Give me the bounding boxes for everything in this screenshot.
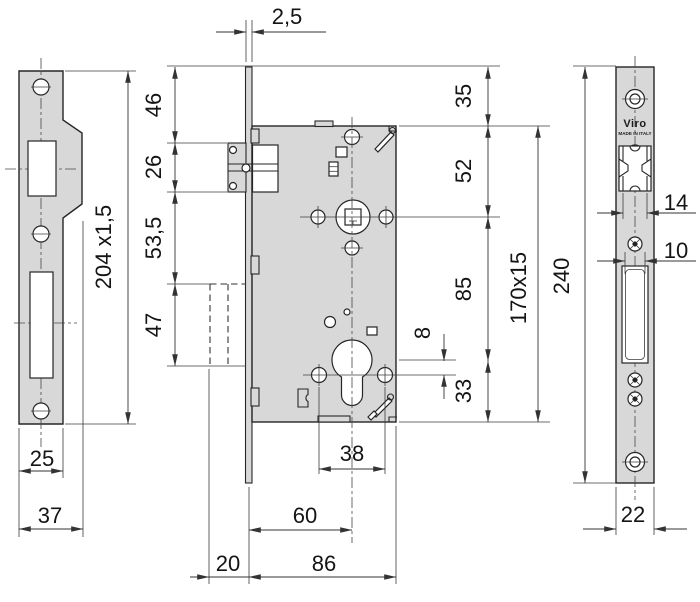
latch-bolt <box>227 142 279 193</box>
strike-plate-view <box>5 58 83 447</box>
strike-latch-hole <box>27 140 57 197</box>
small-square-hole <box>366 326 378 336</box>
dim-body-depth: 86 <box>312 551 336 576</box>
spring-bottom-right <box>367 393 397 422</box>
dim-fixing-hole-spacing: 38 <box>340 441 364 466</box>
dim-latch-height: 26 <box>141 155 166 179</box>
dim-top-to-latch: 46 <box>141 93 166 117</box>
spring-top-right <box>374 126 397 153</box>
dimension-lines <box>18 29 696 580</box>
dim-follower-to-cylinder: 85 <box>451 277 476 301</box>
dim-bolt-height: 47 <box>141 313 166 337</box>
dim-body-top-to-follower: 52 <box>451 159 476 183</box>
pin-hole <box>343 308 351 316</box>
dim-latch-face-width: 14 <box>664 190 688 215</box>
rivet-hole <box>323 315 337 329</box>
dim-strike-wide-width: 37 <box>38 503 62 528</box>
brand-origin: MADE IN ITALY <box>618 131 651 136</box>
dim-bolt-face-width: 10 <box>664 238 688 263</box>
deadbolt-cutout <box>621 265 649 364</box>
strike-screw-hole-middle <box>31 225 51 243</box>
dim-faceplate-thickness: 2,5 <box>272 4 303 29</box>
fixing-lug-bottom <box>250 387 260 407</box>
dim-cylinder-to-body-bottom: 33 <box>451 379 476 403</box>
philips-screw-2 <box>627 236 643 252</box>
dimension-labels: 2,5 25 37 38 60 20 86 14 10 22 46 26 53,… <box>30 4 688 576</box>
dim-plate-top-to-body: 35 <box>451 84 476 108</box>
dim-backset: 60 <box>293 503 317 528</box>
square-hole <box>335 146 348 158</box>
dim-strike-plate-size: 204 x1,5 <box>91 205 116 289</box>
top-edge-tab <box>314 120 334 128</box>
fixing-lug-middle <box>250 255 260 275</box>
brand-logo: Viro <box>623 118 646 130</box>
strike-bolt-slot <box>29 271 54 379</box>
faceplate-view: Viro MADE IN ITALY <box>615 56 655 500</box>
dim-faceplate-width: 22 <box>621 502 645 527</box>
latch-cutout <box>618 145 652 192</box>
philips-screw-3 <box>627 372 643 388</box>
key-guide-bracket <box>297 388 309 408</box>
fixing-lug-top <box>250 128 260 144</box>
deadbolt-phantom <box>209 283 246 366</box>
countersunk-screw-bottom <box>622 451 648 473</box>
dim-bolt-throw: 20 <box>216 551 240 576</box>
strike-screw-hole-top <box>31 78 51 96</box>
strike-screw-hole-bottom <box>31 402 51 420</box>
dim-body-size: 170x15 <box>506 252 531 324</box>
bottom-edge-tab <box>317 415 351 423</box>
dim-faceplate-height: 240 <box>549 258 574 295</box>
countersunk-screw-top <box>622 88 648 110</box>
terminal-stack <box>328 161 339 177</box>
philips-screw-4 <box>627 391 643 407</box>
dim-latch-to-bolt: 53,5 <box>141 217 166 260</box>
dim-strike-narrow-width: 25 <box>30 446 54 471</box>
lock-body-view <box>209 66 397 543</box>
dim-cylinder-hole-offset: 8 <box>410 327 435 339</box>
